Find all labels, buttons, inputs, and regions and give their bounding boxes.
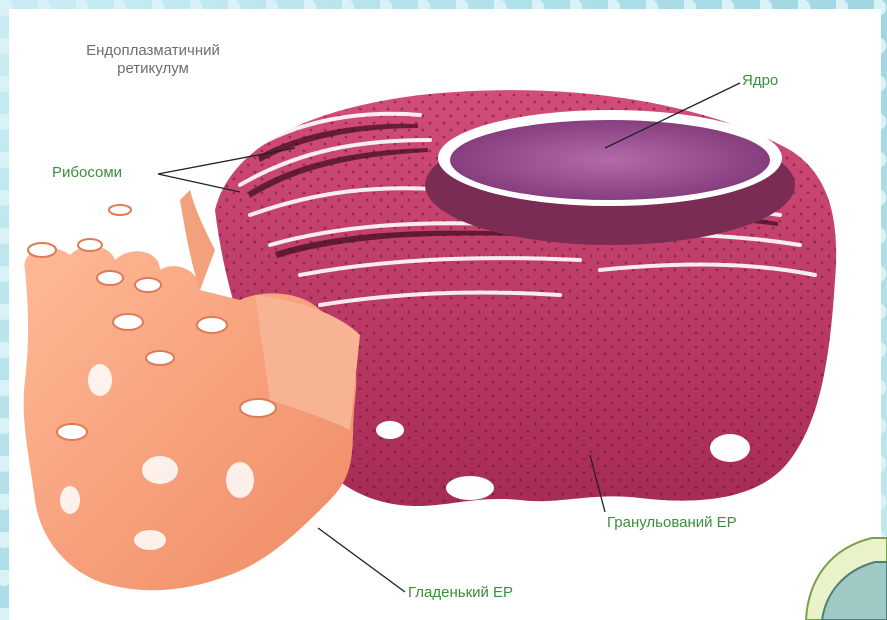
label-rough-er: Гранульований ЕР <box>607 514 737 531</box>
title-line-1: Ендоплазматичний <box>48 42 258 60</box>
label-ribosomes: Рибосоми <box>52 164 122 181</box>
smooth-er-leader <box>318 528 405 592</box>
label-smooth-er: Гладенький ЕР <box>408 584 513 601</box>
nucleus <box>425 110 795 245</box>
title-line-2: ретикулум <box>48 60 258 78</box>
nucleus-body <box>450 120 770 200</box>
corner-fragment <box>806 538 887 620</box>
diagram-title: Ендоплазматичний ретикулум <box>48 42 258 78</box>
label-nucleus: Ядро <box>742 72 778 89</box>
